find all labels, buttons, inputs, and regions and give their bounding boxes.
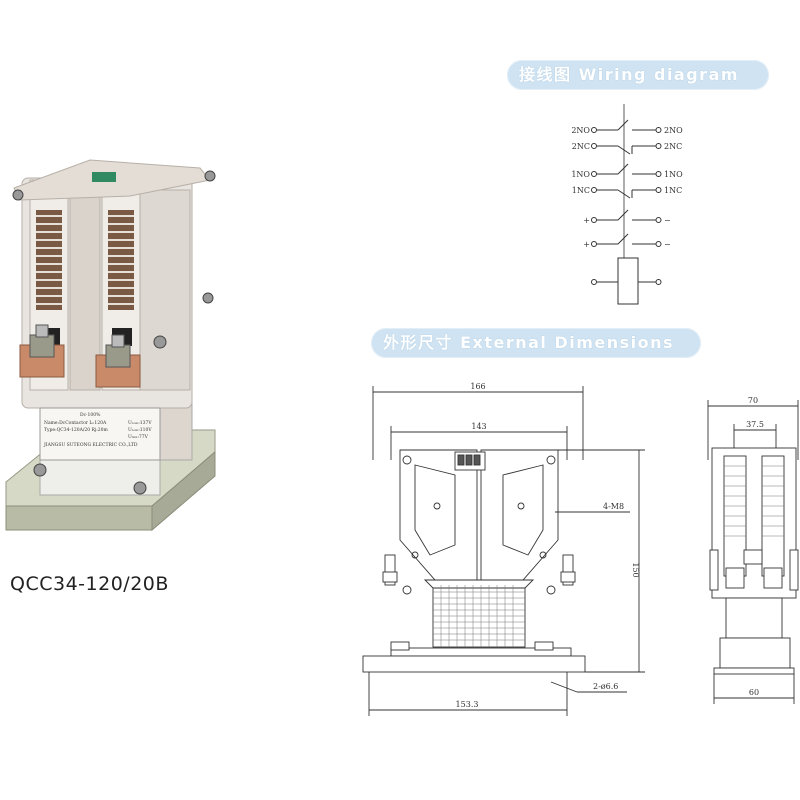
nameplate-voltage: Uₙₒₘ:110V xyxy=(128,427,152,433)
nameplate-line: Dc·100% xyxy=(80,412,101,418)
terminal-label: − xyxy=(664,240,671,249)
terminal-label: 1NC xyxy=(572,186,590,195)
contactor-photo: Dc·100% Name:DcContactor Iₑ:120A Type:QC… xyxy=(5,159,216,532)
terminal-label: 1NO xyxy=(664,170,683,179)
side-dim-width-total: 70 xyxy=(748,396,758,405)
terminal-label: + xyxy=(583,216,590,225)
front-view-drawing: 166 143 4-M8 150 153.3 2-ø6.6 xyxy=(362,382,645,716)
terminal-label: − xyxy=(664,216,671,225)
model-name: QCC34-120/20B xyxy=(10,573,169,595)
dim-base-hole-label: 2-ø6.6 xyxy=(593,682,618,691)
dim-base-width: 153.3 xyxy=(456,700,479,709)
dim-hole-label: 4-M8 xyxy=(603,502,624,511)
terminal-label: 1NO xyxy=(571,170,590,179)
external-dimensions-heading: 外形尺寸 External Dimensions xyxy=(371,328,701,358)
wiring-diagram-heading: 接线图 Wiring diagram xyxy=(507,60,769,90)
side-view-drawing: 70 37.5 60 xyxy=(707,396,799,704)
nameplate-line: Type:QC34-120A/20 Rj:20m xyxy=(44,427,109,433)
dim-width-inner: 143 xyxy=(471,422,486,431)
side-dim-base-width: 60 xyxy=(749,688,759,697)
terminal-label: 2NO xyxy=(664,126,683,135)
wiring-diagram: 2NO 2NC 1NO 1NC + + 2NO 2NC 1NO 1NC − − xyxy=(571,104,683,305)
terminal-label: 2NC xyxy=(572,142,590,151)
nameplate-voltage: Uₘᵢₙ:77V xyxy=(128,434,149,440)
terminal-label: 2NO xyxy=(571,126,590,135)
terminal-label: 2NC xyxy=(664,142,682,151)
dim-width-total: 166 xyxy=(470,382,485,391)
dim-height: 150 xyxy=(631,562,640,577)
terminal-label: 1NC xyxy=(664,186,682,195)
nameplate-line: Name:DcContactor Iₑ:120A xyxy=(44,420,107,426)
nameplate-voltage: Uₙₒₘ:137V xyxy=(128,420,152,426)
terminal-label: + xyxy=(583,240,590,249)
side-dim-width-inner: 37.5 xyxy=(746,420,764,429)
nameplate-line: JIANGSU SUTEONG ELECTRIC CO.,LTD xyxy=(43,442,138,448)
